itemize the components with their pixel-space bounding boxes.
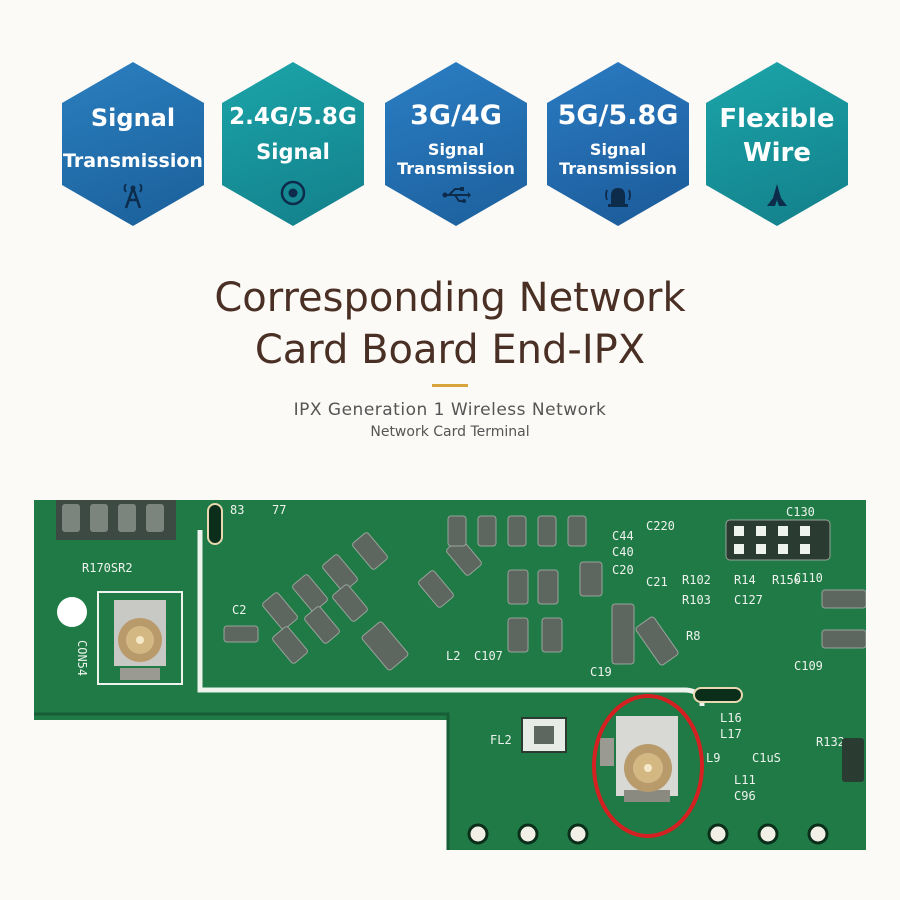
badge-line1: 2.4G/5.8G (229, 104, 357, 130)
label-r170sr2: R170SR2 (82, 561, 133, 575)
badge-line2: Transmission (63, 150, 203, 172)
label-r102: R102 (682, 573, 711, 587)
ipx-connector-main (600, 716, 678, 802)
label-c127: C127 (734, 593, 763, 607)
badge-line2: Signal Transmission (397, 140, 515, 178)
label-c107: C107 (474, 649, 503, 663)
label-83: 83 (230, 503, 244, 517)
title-line2: Card Board End-IPX (254, 327, 646, 373)
label-fl2: FL2 (490, 733, 512, 747)
page-title: Corresponding Network Card Board End-IPX (0, 272, 900, 376)
label-c19: C19 (590, 665, 612, 679)
label-c2: C2 (232, 603, 246, 617)
badge-line2: Signal Transmission (559, 140, 677, 178)
label-l17: L17 (720, 727, 742, 741)
badge-24g-58g-signal: 2.4G/5.8G Signal (222, 62, 364, 226)
highlight-circle (592, 694, 704, 838)
badge-line1: 3G/4G (410, 100, 502, 131)
badge-flexible-wire: Flexible Wire (706, 62, 848, 226)
label-c21: C21 (646, 575, 668, 589)
label-r14: R14 (734, 573, 756, 587)
label-l11: L11 (734, 773, 756, 787)
pin-header (56, 500, 176, 540)
label-c40: C40 (612, 545, 634, 559)
label-con54: CON54 (75, 640, 89, 676)
label-r132: R132 (816, 735, 845, 749)
smd-components (223, 515, 866, 671)
badge-3g-4g-signal-transmission: 3G/4G Signal Transmission (385, 62, 527, 226)
mounting-hole (57, 597, 87, 627)
antenna-icon (123, 183, 143, 209)
badge-line1: 5G/5.8G (557, 100, 679, 131)
title-divider (432, 384, 468, 387)
subtitle-line2: Network Card Terminal (370, 424, 530, 440)
title-line1: Corresponding Network (214, 275, 686, 321)
usb-icon (442, 187, 471, 203)
badge-line2: Signal (256, 140, 330, 164)
label-c1us: C1uS (752, 751, 781, 765)
ipx-connector-small (97, 591, 183, 685)
label-c96: C96 (734, 789, 756, 803)
label-c109: C109 (794, 659, 823, 673)
label-r8: R8 (686, 629, 700, 643)
label-l9: L9 (706, 751, 720, 765)
badge-line1: Flexible (719, 104, 835, 134)
label-c130: C130 (786, 505, 815, 519)
subtitle-line1: IPX Generation 1 Wireless Network (293, 400, 607, 420)
label-c20: C20 (612, 563, 634, 577)
badge-5g-58g-signal-transmission: 5G/5.8G Signal Transmission (547, 62, 689, 226)
target-icon (280, 180, 306, 206)
label-77: 77 (272, 503, 286, 517)
label-c44: C44 (612, 529, 634, 543)
pcb-photo: R170SR2 CON54 83 77 C2 (34, 500, 866, 850)
badge-line1: Signal (90, 104, 176, 132)
label-l2: L2 (446, 649, 460, 663)
edge-holes (467, 823, 829, 845)
label-r150: R150 (772, 573, 801, 587)
hands-icon (767, 184, 787, 206)
label-r103: R103 (682, 593, 711, 607)
alarm-bell-icon (605, 188, 631, 207)
label-c220: C220 (646, 519, 675, 533)
badge-signal-transmission: Signal Transmission (62, 62, 204, 226)
label-c110: C110 (794, 571, 823, 585)
badge-line2: Wire (742, 138, 812, 168)
label-l16: L16 (720, 711, 742, 725)
